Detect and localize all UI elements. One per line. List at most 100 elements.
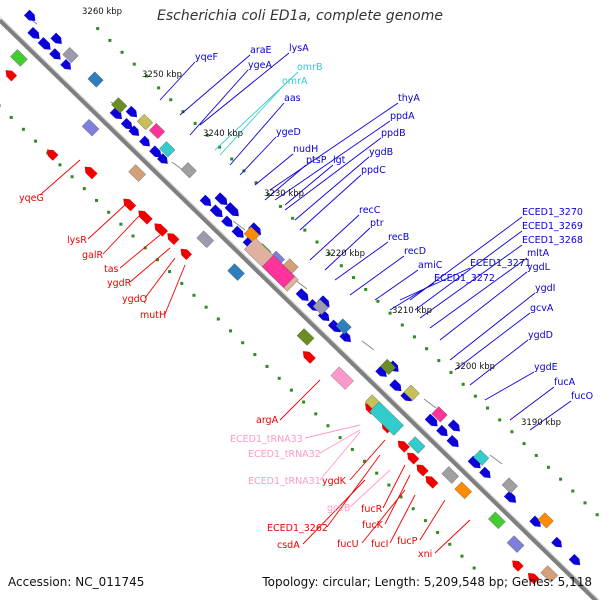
leader-line	[179, 54, 251, 116]
tick-dot	[448, 542, 452, 546]
gene-feature	[227, 263, 245, 281]
tick-dot	[423, 519, 427, 523]
gene-box	[159, 141, 176, 158]
leader-line	[269, 102, 399, 191]
leader-line	[284, 137, 382, 211]
tick-dot	[266, 193, 270, 197]
gene-arrow	[138, 210, 153, 225]
gene-feature	[416, 464, 429, 477]
leader-line	[454, 312, 531, 371]
tick-dot	[34, 139, 38, 143]
gene-feature	[407, 436, 426, 454]
tick-dot	[583, 501, 587, 505]
gene-feature	[87, 71, 104, 88]
tick-dot	[218, 145, 222, 149]
tick-dot	[70, 175, 74, 179]
tick-dot	[96, 27, 100, 31]
gene-feature	[224, 202, 239, 217]
gene-feature	[302, 351, 316, 364]
leader-line	[304, 424, 361, 439]
tick-dot	[461, 382, 465, 386]
tick-dot	[278, 204, 282, 208]
leader-line	[484, 371, 535, 401]
gene-arrow	[436, 424, 448, 437]
gene-feature	[379, 358, 397, 375]
accession-text: Accession: NC_011745	[8, 575, 145, 589]
gene-label: ptsP	[306, 155, 327, 166]
gene-feature	[431, 406, 448, 423]
leader-line	[509, 386, 555, 421]
gene-arrow	[37, 37, 51, 50]
tick-dot	[546, 465, 550, 469]
gene-feature	[81, 118, 100, 137]
gene-label: ygdE	[534, 362, 558, 373]
gene-feature	[488, 511, 506, 530]
leader-line	[324, 227, 371, 271]
gene-label: yqeF	[195, 52, 218, 63]
tick-dot	[498, 418, 502, 422]
gene-box	[81, 118, 100, 137]
gene-box	[296, 328, 315, 346]
gene-box	[10, 49, 28, 67]
gene-label: recD	[404, 246, 426, 257]
gene-label: lysR	[67, 235, 87, 246]
kbp-label: 3220 kbp	[325, 249, 365, 259]
tick-dot	[94, 198, 98, 202]
gene-arrow	[529, 515, 541, 527]
gene-box	[540, 565, 558, 583]
gene-label: tas	[104, 264, 119, 275]
gene-label: aas	[284, 93, 301, 104]
tick-dot	[168, 270, 172, 274]
leader-line	[469, 339, 529, 386]
gene-feature	[109, 107, 122, 120]
leader-line	[389, 282, 435, 311]
gene-arrow	[467, 455, 481, 469]
leader-line	[102, 214, 141, 255]
tick-dot	[265, 364, 269, 368]
leader-line	[419, 244, 523, 319]
tick-dot	[120, 50, 124, 54]
tick-dot	[169, 98, 173, 102]
kbp-tick	[294, 279, 308, 290]
gene-label: ECED1_tRNA33	[230, 434, 303, 445]
gene-label: fucU	[337, 539, 359, 550]
tick-dot	[181, 110, 185, 114]
tick-dot	[559, 477, 563, 481]
leader-line	[164, 264, 186, 315]
gene-arrow	[503, 490, 517, 503]
gene-label: fucK	[362, 520, 384, 531]
tick-dot	[131, 234, 135, 238]
leader-line	[299, 174, 362, 231]
gene-box	[537, 512, 554, 529]
gene-feature	[512, 560, 524, 572]
gene-arrow	[60, 59, 72, 70]
gene-feature	[317, 295, 330, 308]
gene-arrow	[139, 135, 150, 147]
gene-box	[196, 230, 215, 249]
gene-feature	[375, 365, 387, 377]
tick-dot	[0, 104, 1, 108]
gene-arrow	[27, 26, 40, 39]
tick-dot	[192, 293, 196, 297]
tick-dot	[132, 62, 136, 66]
gene-arrow	[512, 560, 524, 572]
gene-feature	[529, 515, 541, 527]
leader-line	[319, 431, 361, 481]
gene-box	[149, 122, 166, 140]
gene-box	[330, 366, 354, 390]
leader-line	[319, 429, 361, 454]
gene-label: ECED1_3272	[434, 273, 495, 284]
leader-line	[159, 61, 196, 101]
gene-feature	[335, 318, 352, 335]
leader-line	[199, 52, 290, 126]
kbp-tick	[361, 340, 375, 351]
gene-feature	[125, 105, 138, 118]
gene-features	[5, 9, 581, 585]
tick-dot	[205, 133, 209, 137]
gene-arrow	[248, 222, 262, 235]
gene-label: ygdR	[107, 278, 132, 289]
tick-dot	[411, 507, 415, 511]
gene-label: fucA	[554, 377, 576, 388]
gene-feature	[424, 413, 438, 427]
tick-dot	[193, 121, 197, 125]
